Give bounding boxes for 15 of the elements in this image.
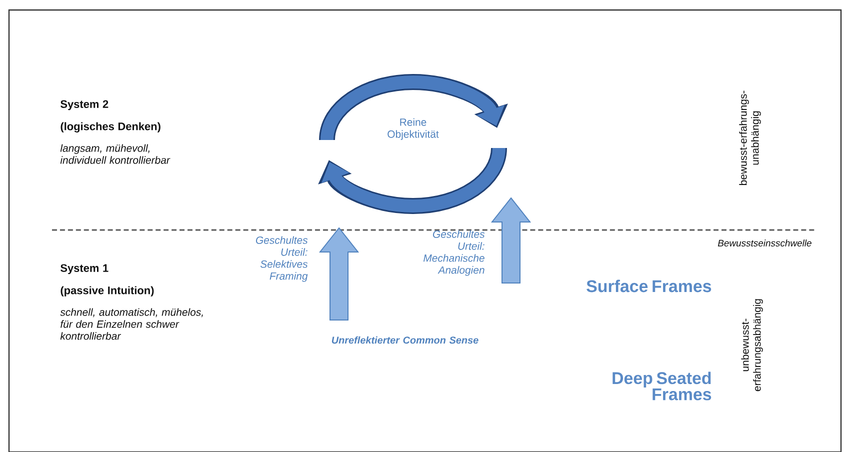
common-sense-label: Unreflektierter Common Sense bbox=[332, 336, 478, 344]
threshold-label: Bewusstseinsschwelle bbox=[718, 240, 812, 246]
description-text: schnell, automatisch, mühelos, für den Einzelnen schwer kontrollierbar bbox=[60, 308, 203, 340]
frame-label: Deep Seated Frames bbox=[612, 372, 712, 400]
arrow-label: Geschultes Urteil: Mechanische Analogien bbox=[424, 230, 485, 276]
frame-label: Surface Frames bbox=[586, 280, 712, 292]
heading-text: System 2 bbox=[60, 100, 108, 110]
heading-text: System 1 bbox=[60, 264, 108, 274]
heading-text: (passive Intuition) bbox=[60, 286, 154, 296]
vertical-label: bewusst-erfahrungs- unabhängig bbox=[739, 90, 761, 185]
vertical-label: unbewusst-erfahrungsabhängig bbox=[741, 299, 763, 392]
heading-text: (logisches Denken) bbox=[60, 122, 160, 132]
cycle-label: Reine Objektivität bbox=[388, 118, 439, 140]
description-text: langsam, mühevoll, individuell kontrollierbar bbox=[60, 144, 170, 164]
arrow-label: Geschultes Urteil: Selektives Framing bbox=[256, 236, 308, 282]
